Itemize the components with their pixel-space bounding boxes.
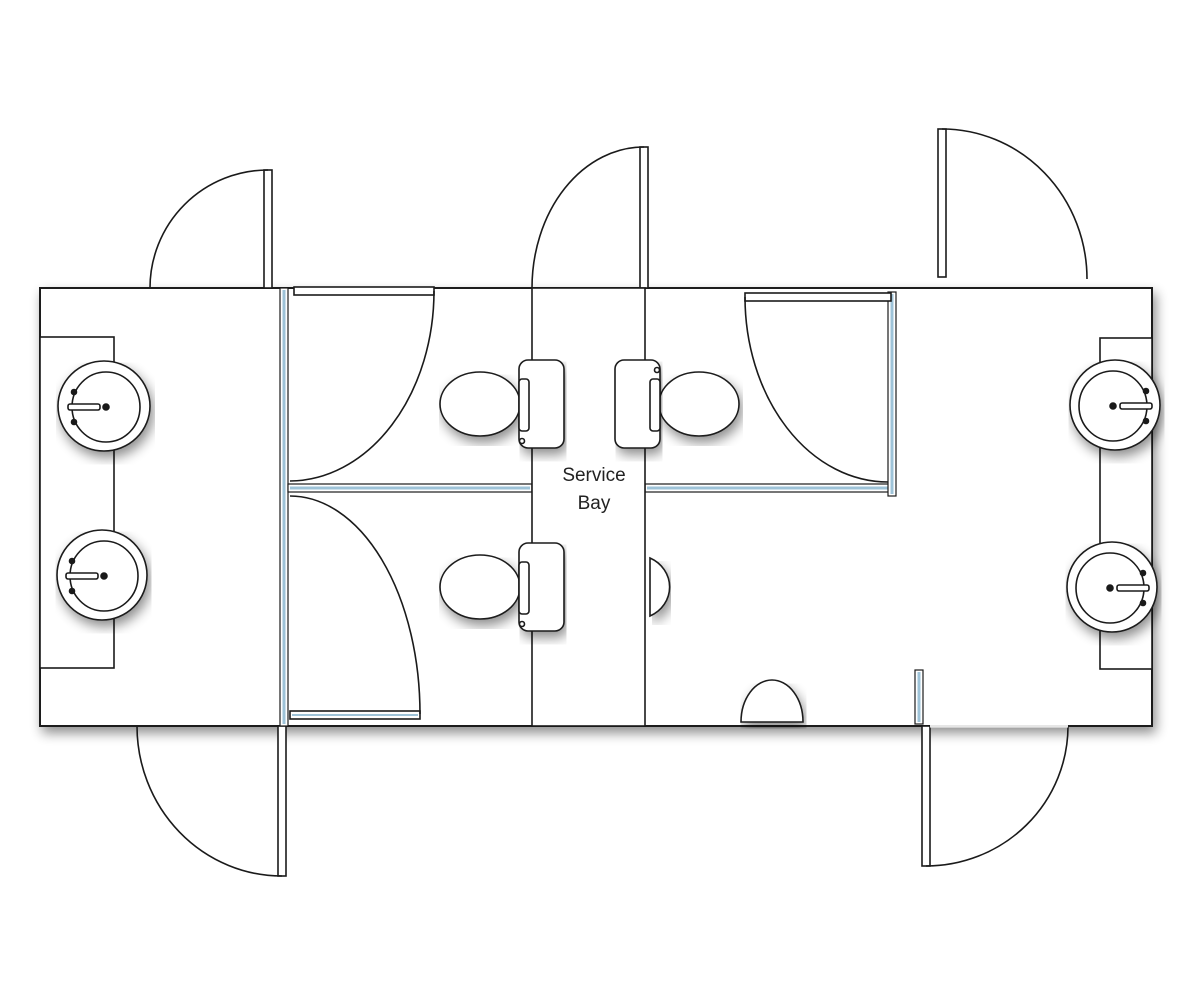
exterior-door-bottom-right[interactable]	[921, 725, 1069, 867]
service-bay-label-line1: Service	[562, 465, 625, 486]
exterior-door-bottom-left[interactable]	[136, 725, 287, 877]
exterior-door-top-center[interactable]	[531, 146, 649, 289]
exterior-door-top-left[interactable]	[149, 169, 273, 289]
sink-left-lower	[56, 529, 148, 621]
toilet-upper-left	[439, 359, 565, 449]
sink-right-lower	[1066, 541, 1158, 633]
sink-left-upper	[57, 360, 151, 452]
exterior-door-top-right[interactable]	[937, 128, 1088, 280]
toilet-lower-right	[649, 556, 671, 618]
stall-door-lower-left[interactable]	[289, 495, 421, 720]
partition-left	[279, 287, 289, 727]
stall-door-upper-left[interactable]	[289, 286, 435, 482]
floor-drain-fixture	[740, 679, 804, 723]
sink-right-upper	[1069, 359, 1161, 451]
toilet-upper-right	[614, 359, 740, 449]
stall-partition-left	[287, 483, 533, 493]
door-jamb-partition	[914, 669, 924, 725]
service-bay-label-line2: Bay	[578, 493, 611, 514]
stall-partition-right-vertical	[887, 291, 897, 497]
stall-door-upper-right[interactable]	[744, 292, 892, 483]
stall-partition-right	[644, 483, 893, 493]
toilet-lower-left	[439, 542, 565, 632]
